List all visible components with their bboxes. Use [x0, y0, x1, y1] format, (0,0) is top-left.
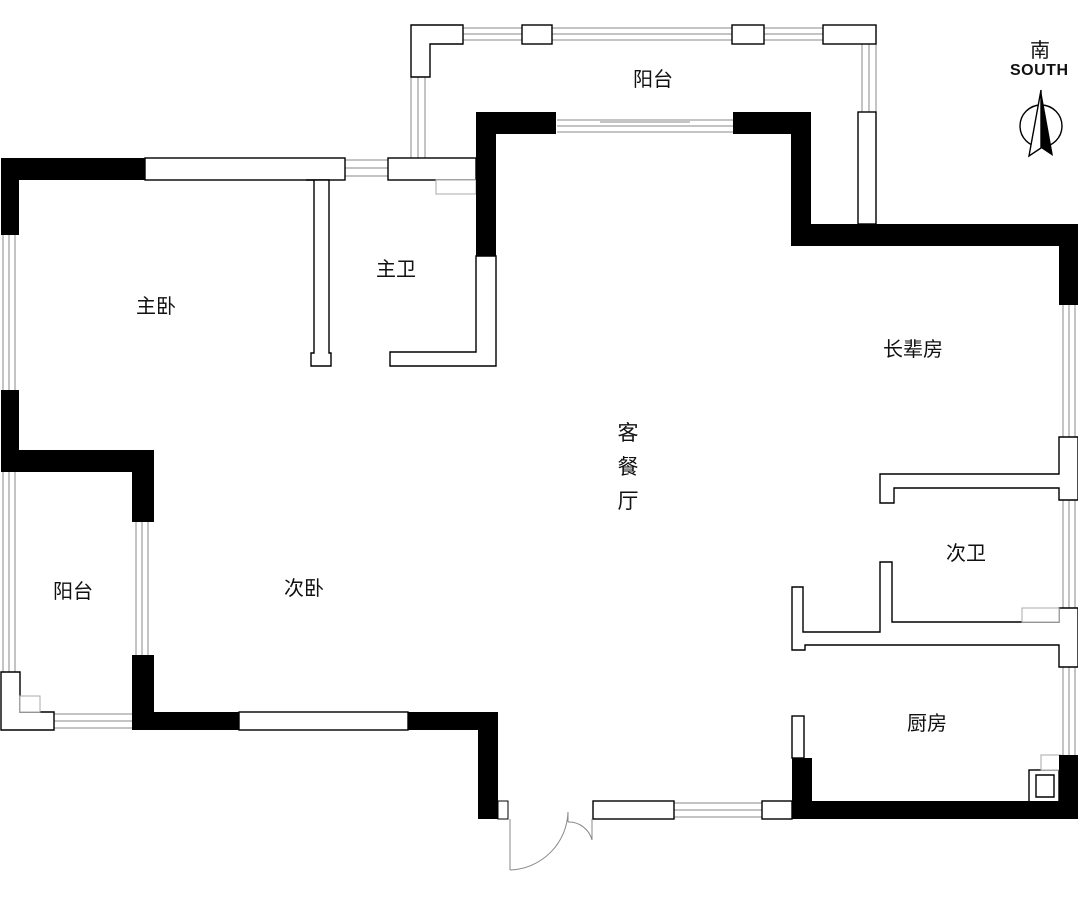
entrance-door: [497, 800, 593, 871]
room-label-living-dining: 客餐厅: [617, 421, 639, 513]
room-label-master-bedroom: 主卧: [136, 294, 176, 318]
room-label-master-bath: 主卫: [376, 257, 416, 281]
window-lines: [2, 27, 1076, 818]
room-label-elder-room: 长辈房: [883, 337, 943, 361]
room-label-second-bath: 次卫: [946, 541, 986, 565]
partition-walls: [0, 24, 1078, 820]
room-label-second-bedroom: 次卧: [284, 576, 324, 600]
compass-label-cn: 南: [1030, 38, 1050, 62]
structural-walls: [1, 112, 1078, 819]
room-label-balcony-left: 阳台: [53, 579, 93, 603]
room-label-kitchen: 厨房: [907, 711, 947, 735]
compass-label-en: SOUTH: [1010, 62, 1069, 79]
compass-icon: [1019, 89, 1063, 158]
room-label-balcony-top: 阳台: [633, 67, 673, 91]
